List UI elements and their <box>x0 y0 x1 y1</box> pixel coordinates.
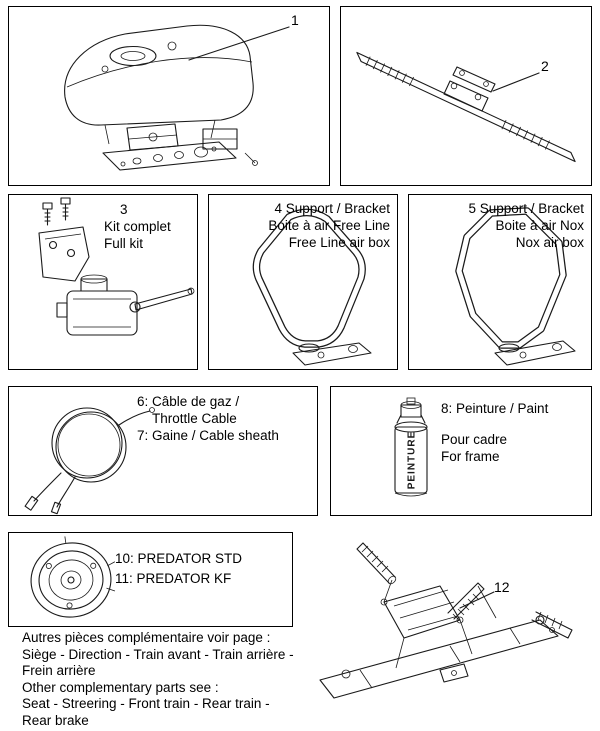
kit-text-block: 3 Kit complet Full kit <box>104 201 171 252</box>
paint-text-block: 8: Peinture / Paint Pour cadre For frame <box>441 400 548 465</box>
kit-number: 3 <box>120 202 128 217</box>
cable-line-3: 7: Gaine / Cable sheath <box>137 428 279 443</box>
predator-line-1: 10: PREDATOR STD <box>115 551 243 566</box>
paint-line-3: For frame <box>441 449 500 464</box>
paint-line-2: Pour cadre <box>441 432 508 447</box>
freeline-subtitle-fr: Boite à air Free Line <box>268 218 390 233</box>
paint-can-label: PEINTURE <box>407 431 418 490</box>
kit-title-en: Full kit <box>104 236 144 251</box>
airbox-drawing <box>64 24 290 171</box>
pedal-assembly: 12 <box>300 528 595 728</box>
footer-line: Rear brake <box>22 712 89 728</box>
kit-title-fr: Kit complet <box>104 219 171 234</box>
freeline-subtitle-en: Free Line air box <box>288 235 390 250</box>
panel-throttle-cable: 6: Câble de gaz / Throttle Cable 7: Gain… <box>8 386 318 516</box>
freeline-bracket-drawing <box>252 208 372 366</box>
panel-paint: PEINTURE 8: Peinture / Paint Pour cadre … <box>330 386 592 516</box>
handlebar-drawing <box>356 51 576 163</box>
pedal-assembly-drawing <box>319 542 573 699</box>
callout-2: 2 <box>541 58 549 74</box>
footer-line: Autres pièces complémentaire voir page : <box>22 630 271 645</box>
predator-line-2: 11: PREDATOR KF <box>115 571 232 586</box>
callout-1: 1 <box>291 12 299 28</box>
footer-line: Siège - Direction - Train avant - Train … <box>22 646 294 662</box>
cable-line-1: 6: Câble de gaz / <box>137 394 240 409</box>
nox-text-block: 5 Support / Bracket Boite à air Nox Nox … <box>468 200 584 251</box>
panel-freeline-bracket: 4 Support / Bracket Boite à air Free Lin… <box>208 194 398 370</box>
paint-line-1: 8: Peinture / Paint <box>441 401 549 416</box>
freeline-title: 4 Support / Bracket <box>274 201 390 216</box>
nox-bracket-drawing <box>455 207 576 366</box>
nox-subtitle-fr: Boite à air Nox <box>495 218 584 233</box>
footer-notes: Autres pièces complémentaire voir page :… <box>22 630 294 729</box>
footer-line: Seat - Streering - Front train - Rear tr… <box>22 696 270 711</box>
kit-drawing <box>38 197 195 336</box>
cable-drawing <box>24 407 155 515</box>
cable-line-2: Throttle Cable <box>152 411 237 426</box>
predator-text-block: 10: PREDATOR STD 11: PREDATOR KF <box>115 549 242 589</box>
footer-line: Other complementary parts see : <box>22 679 219 695</box>
nox-title: 5 Support / Bracket <box>468 201 584 216</box>
panel-nox-bracket: 5 Support / Bracket Boite à air Nox Nox … <box>408 194 592 370</box>
footer-line: Frein arrière <box>22 663 96 678</box>
freeline-text-block: 4 Support / Bracket Boite à air Free Lin… <box>268 200 390 251</box>
panel-full-kit: 3 Kit complet Full kit <box>8 194 198 370</box>
callout-12: 12 <box>494 579 510 595</box>
predator-drawing <box>30 536 116 618</box>
nox-subtitle-en: Nox air box <box>515 235 584 250</box>
panel-predator: 10: PREDATOR STD 11: PREDATOR KF <box>8 532 293 627</box>
cable-text-block: 6: Câble de gaz / Throttle Cable 7: Gain… <box>137 393 279 444</box>
paint-can-drawing: PEINTURE <box>394 397 428 497</box>
panel-airbox: 1 <box>8 6 330 186</box>
panel-handlebar: 2 <box>340 6 592 186</box>
